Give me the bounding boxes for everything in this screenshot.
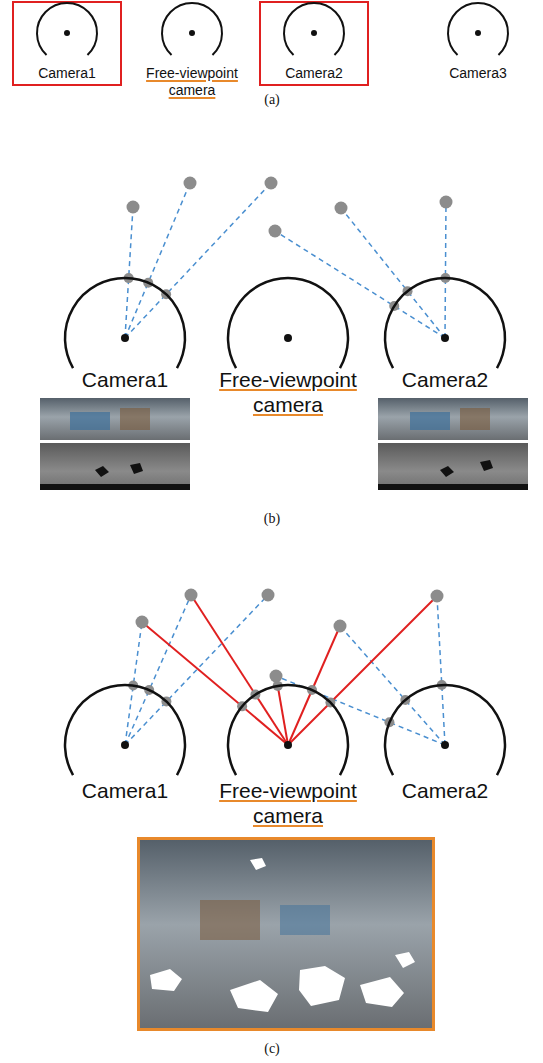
- camera-label: Camera2: [261, 65, 367, 82]
- 3d-point: [127, 201, 140, 214]
- camera-node: Free-viewpoint camera: [132, 1, 252, 99]
- 3d-point: [335, 202, 348, 215]
- camera-node: Camera2: [365, 276, 525, 392]
- 3d-point: [262, 589, 275, 602]
- camera-center: [441, 334, 449, 342]
- depth-holes: [40, 463, 190, 490]
- camera-node: Free-viewpoint camera: [198, 276, 378, 417]
- camera-sphere: [423, 1, 533, 65]
- camera-sphere: [259, 1, 369, 65]
- camera-label: Free-viewpoint camera: [198, 367, 378, 417]
- camera-sphere: [12, 1, 122, 65]
- scene-detail: [120, 408, 150, 430]
- back-projection-ray: [125, 183, 271, 338]
- back-projection-ray: [445, 202, 446, 338]
- camera-label: Camera1: [45, 367, 205, 392]
- rendered-panorama: [140, 840, 432, 1028]
- camera-node: Camera1: [45, 683, 205, 803]
- 3d-point: [440, 196, 453, 209]
- 3d-point: [265, 177, 278, 190]
- back-projection-ray: [341, 208, 445, 338]
- camera-center: [189, 30, 195, 36]
- depth-panorama: [378, 443, 528, 490]
- camera-label: Free-viewpoint camera: [132, 65, 252, 99]
- subfigure-label: (a): [264, 92, 280, 108]
- 3d-point: [184, 177, 197, 190]
- camera-node: Camera1: [45, 276, 205, 392]
- sphere-outline: [284, 3, 344, 55]
- camera-label: Camera3: [423, 65, 533, 82]
- 3d-point: [269, 225, 282, 238]
- sphere-outline: [228, 685, 348, 775]
- 3d-point: [334, 620, 347, 633]
- camera-label: Camera2: [365, 367, 525, 392]
- sphere-outline: [385, 685, 505, 775]
- 3d-point: [136, 616, 149, 629]
- camera-node: Camera1: [12, 1, 122, 86]
- camera2-images: [378, 398, 528, 490]
- image-frame: [139, 839, 434, 1030]
- back-projection-ray: [125, 207, 133, 338]
- synthesized-image: [139, 839, 434, 1030]
- camera-label: Camera1: [45, 778, 205, 803]
- back-projection-ray: [125, 595, 268, 745]
- camera-label: Camera2: [365, 778, 525, 803]
- subfigure-label: (c): [264, 1041, 280, 1057]
- camera-center: [284, 741, 292, 749]
- scene-detail: [200, 900, 260, 940]
- depth-panorama: [40, 443, 190, 490]
- back-projection-ray: [340, 626, 445, 745]
- camera-label: Camera1: [14, 65, 120, 82]
- camera1-images: [40, 398, 190, 490]
- projection-ray: [288, 596, 437, 745]
- camera-center: [64, 30, 70, 36]
- sphere-outline: [65, 278, 185, 368]
- scene-detail: [280, 905, 330, 935]
- camera-node: Camera2: [259, 1, 369, 86]
- subfigure-label: (b): [264, 511, 280, 527]
- camera-center: [311, 30, 317, 36]
- projection-ray: [142, 622, 288, 745]
- 3d-point: [270, 670, 283, 683]
- sphere-outline: [65, 685, 185, 775]
- camera-node: Free-viewpoint camera: [198, 683, 378, 828]
- rgb-panorama: [40, 398, 190, 440]
- sphere-outline: [228, 278, 348, 368]
- sphere-outline: [448, 3, 508, 55]
- depth-holes: [378, 460, 528, 490]
- camera-sphere: [132, 1, 252, 65]
- sphere-outline: [37, 3, 97, 55]
- camera-node: Camera2: [365, 683, 525, 803]
- camera-label: Free-viewpoint camera: [198, 778, 378, 828]
- camera-center: [121, 334, 129, 342]
- camera-center: [121, 741, 129, 749]
- 3d-point: [431, 590, 444, 603]
- camera-center: [475, 30, 481, 36]
- scene-detail: [70, 412, 110, 430]
- scene-detail: [460, 408, 490, 430]
- camera-center: [441, 741, 449, 749]
- projection-ray: [191, 595, 288, 745]
- camera-node: Camera3: [423, 1, 533, 82]
- 3d-point: [185, 589, 198, 602]
- missing-pixels: [150, 858, 415, 1012]
- scene-detail: [410, 412, 450, 430]
- sphere-outline: [162, 3, 222, 55]
- sphere-outline: [385, 278, 505, 368]
- back-projection-ray: [437, 596, 445, 745]
- camera-center: [284, 334, 292, 342]
- rgb-panorama: [378, 398, 528, 440]
